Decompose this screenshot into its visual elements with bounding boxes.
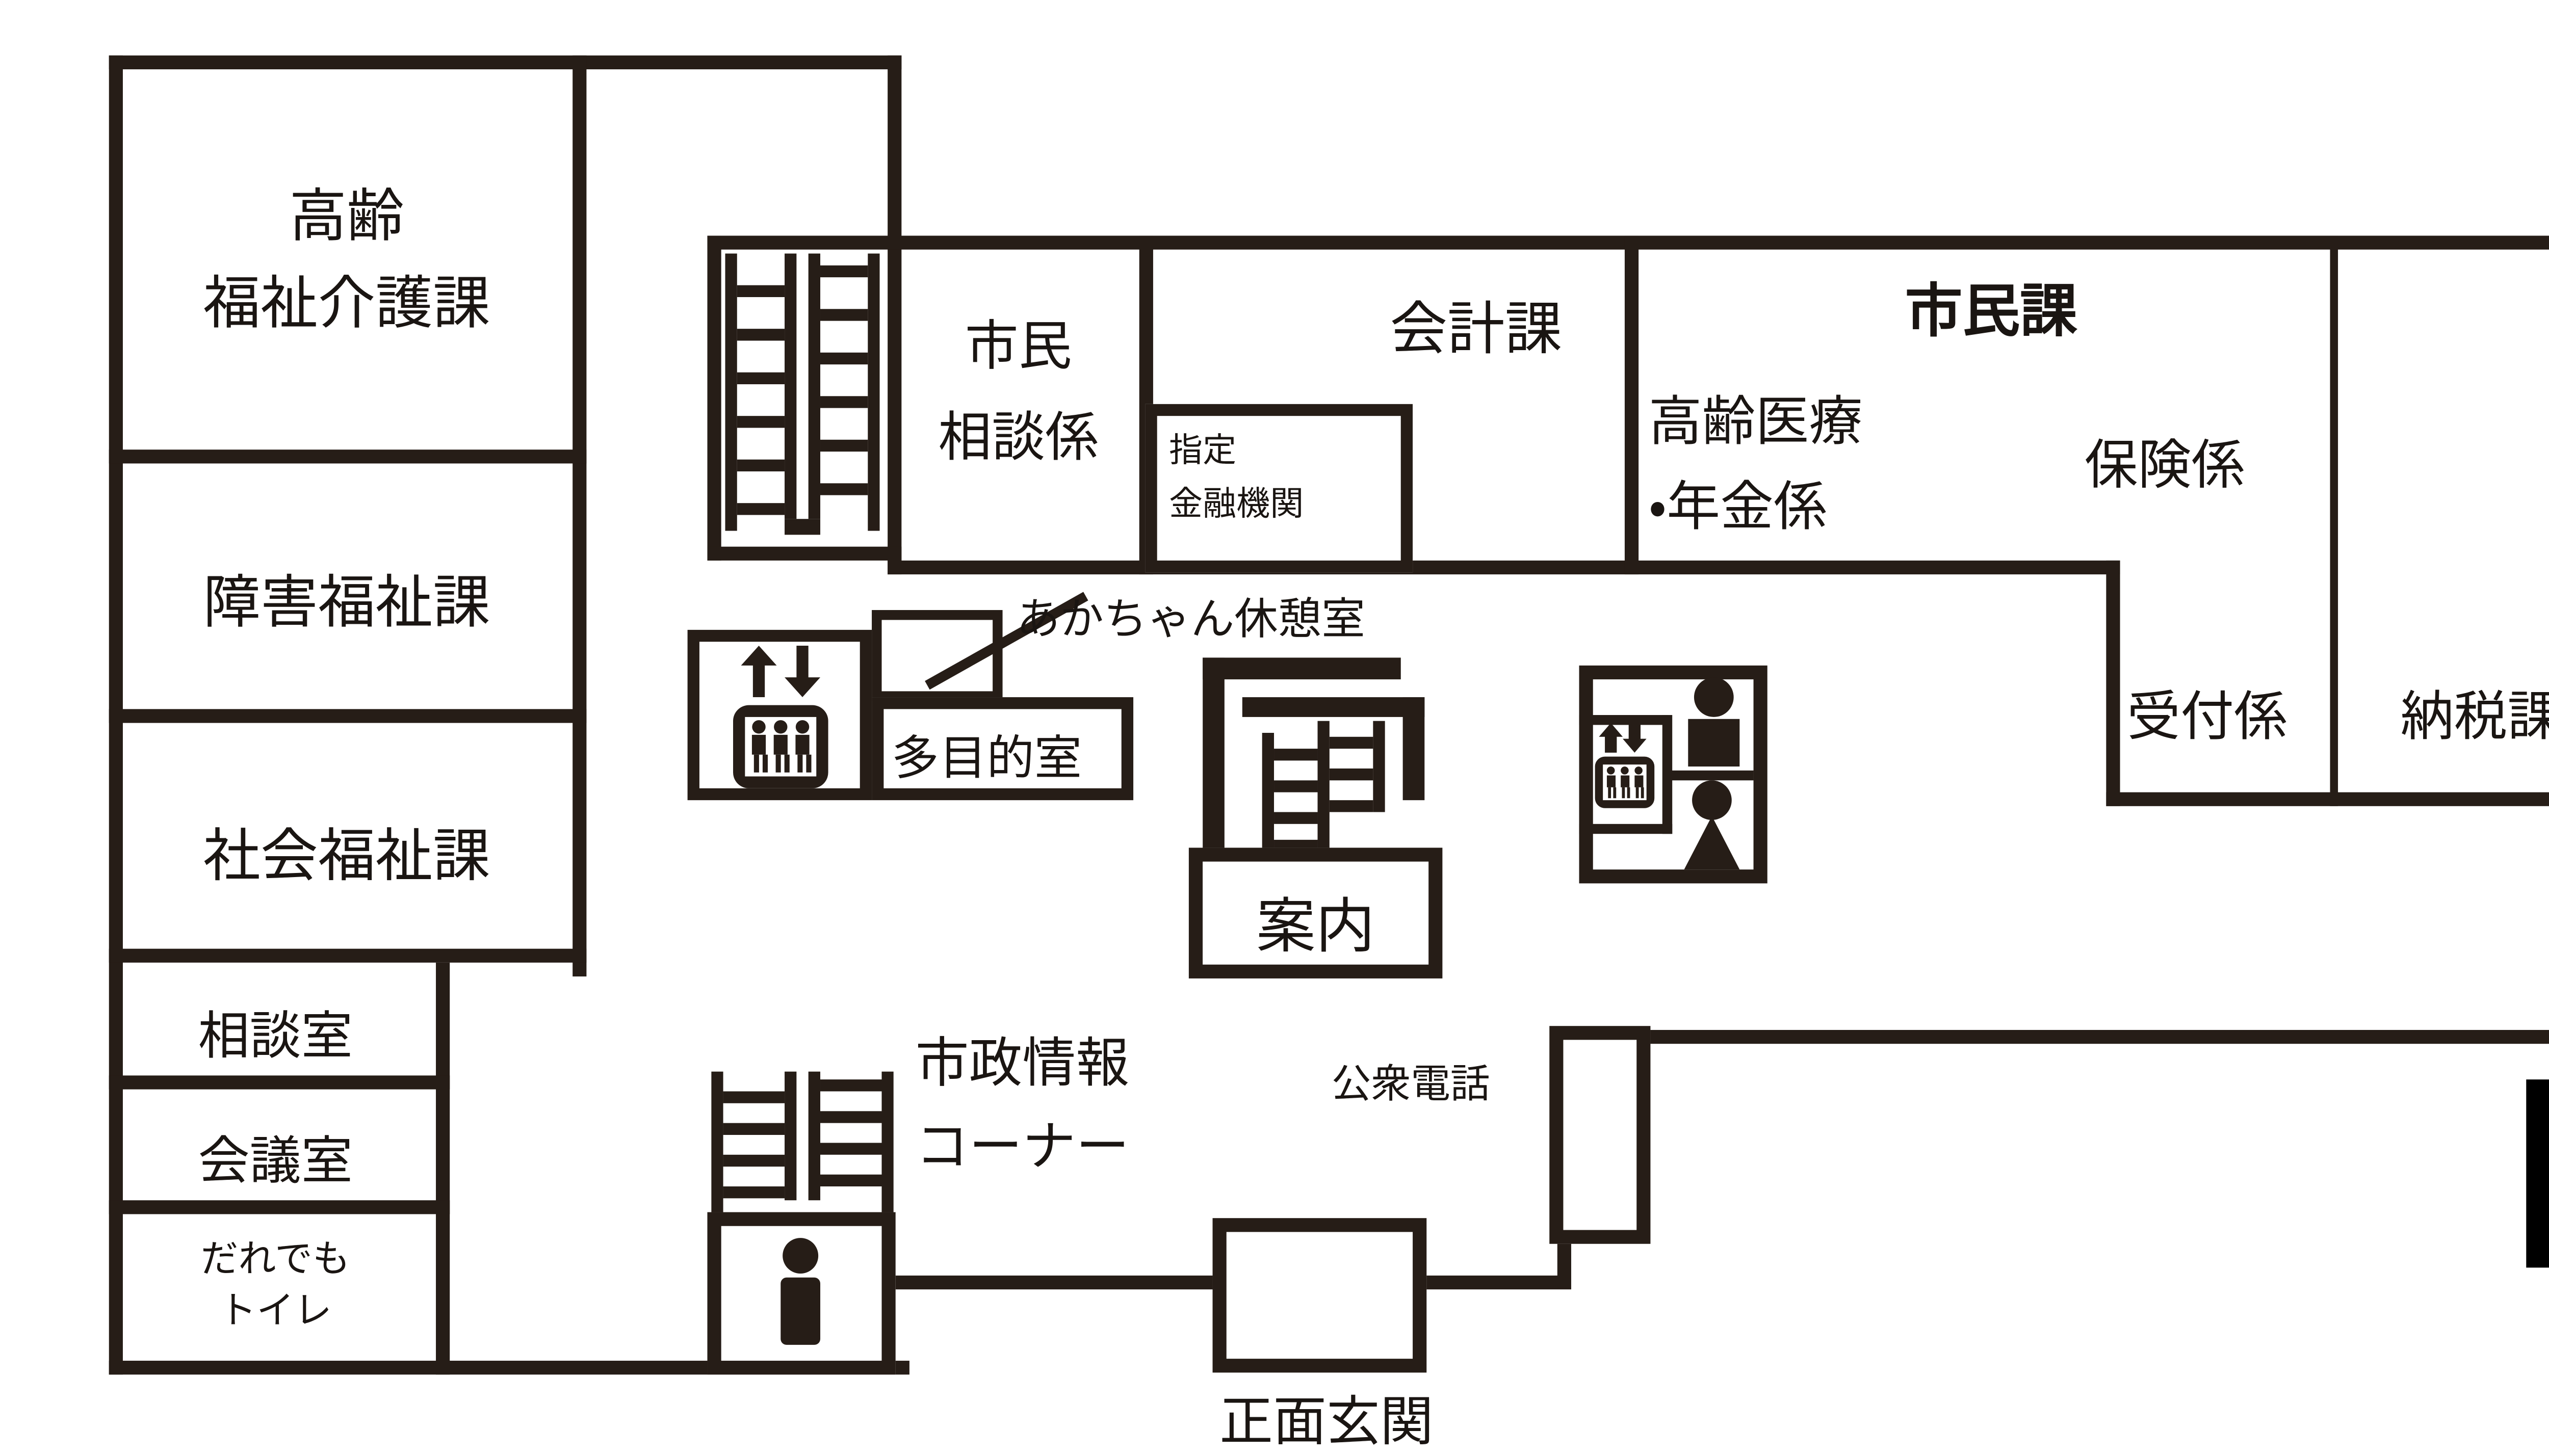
- wall: [888, 55, 902, 575]
- room-accounting: 会計課: [1390, 299, 1563, 363]
- wall: [888, 560, 2120, 575]
- main-entrance-box: [1212, 1218, 1427, 1373]
- room-social-welfare: 社会福祉課: [203, 826, 490, 890]
- citizen-division-title: 市民課: [1905, 281, 2077, 345]
- room-citizen-consultation: 市民 相談係: [901, 301, 1135, 484]
- wall: [2106, 792, 2549, 806]
- room-label: 高齢: [289, 186, 404, 250]
- stairs-icon: [1203, 657, 1425, 852]
- room-label: 相談係: [938, 408, 1099, 468]
- baby-room-pointer-line: [925, 592, 1088, 690]
- wall: [1636, 1029, 2549, 1044]
- elevator-icon: [1595, 723, 1655, 808]
- room-elderly-welfare-care: 高齢 福祉介護課: [119, 174, 575, 349]
- male-icon: [1688, 677, 1740, 767]
- multipurpose-room: [872, 697, 1134, 801]
- wall: [2330, 235, 2338, 806]
- wall: [109, 1075, 450, 1090]
- room-tax-payment: 納税課: [2400, 687, 2549, 747]
- room-label: コーナー: [915, 1117, 1130, 1177]
- elevator-icon: [733, 645, 828, 788]
- wall: [2106, 560, 2120, 806]
- wall: [109, 1200, 450, 1214]
- stairs-icon: [725, 253, 880, 535]
- wall: [109, 55, 902, 70]
- room-label: 高齢医療: [1648, 392, 1863, 452]
- room-label: 福祉介護課: [203, 273, 490, 337]
- room-consultation: 相談室: [198, 1006, 353, 1066]
- public-phone-label: 公衆電話: [1331, 1064, 1490, 1107]
- information-desk-label: 案内: [1256, 895, 1375, 961]
- wall: [707, 235, 721, 561]
- wall: [109, 449, 587, 464]
- main-entrance-label: 正面玄関: [1219, 1392, 1434, 1452]
- floor-badge: 1階: [2526, 1079, 2549, 1268]
- designated-financial-institution-box: [1145, 404, 1413, 573]
- room-meeting: 会議室: [198, 1131, 353, 1190]
- designated-financial-institution-label: 指定 金融機関: [1169, 424, 1304, 531]
- room-label: 指定: [1169, 432, 1237, 470]
- stairs-icon: [711, 1071, 894, 1212]
- elevator-room: [687, 629, 872, 801]
- wall: [573, 55, 587, 977]
- room-label: 市政情報: [915, 1034, 1130, 1094]
- wall: [109, 709, 587, 723]
- public-phone-booth: [1549, 1026, 1651, 1244]
- citizen-division-reception: 受付係: [2127, 687, 2287, 747]
- room-label: トイレ: [219, 1291, 332, 1333]
- room-label: ・年金係: [1648, 477, 1828, 537]
- restroom-interior: [1579, 677, 1754, 870]
- multipurpose-room-label: 多目的室: [891, 733, 1082, 786]
- female-icon: [1684, 780, 1740, 870]
- room-label: 金融機関: [1169, 485, 1304, 523]
- wall: [1624, 235, 1639, 575]
- wall: [707, 546, 902, 561]
- room-disability-welfare: 障害福祉課: [203, 572, 490, 636]
- room-label: 市民: [965, 316, 1072, 377]
- room-label: だれでも: [200, 1239, 350, 1282]
- baby-rest-room-label: あかちゃん休憩室: [1016, 594, 1365, 644]
- citizen-division-medical-pension: 高齢医療 ・年金係: [1649, 380, 1863, 550]
- wall: [436, 962, 450, 1375]
- room-accessible-toilet: だれでも トイレ: [115, 1236, 436, 1339]
- information-desk-box: [1188, 848, 1443, 978]
- city-information-corner-label: 市政情報 コーナー: [916, 1022, 1130, 1188]
- citizen-division-insurance: 保険係: [2084, 436, 2245, 495]
- person-icon: [781, 1238, 821, 1345]
- wall: [109, 948, 587, 963]
